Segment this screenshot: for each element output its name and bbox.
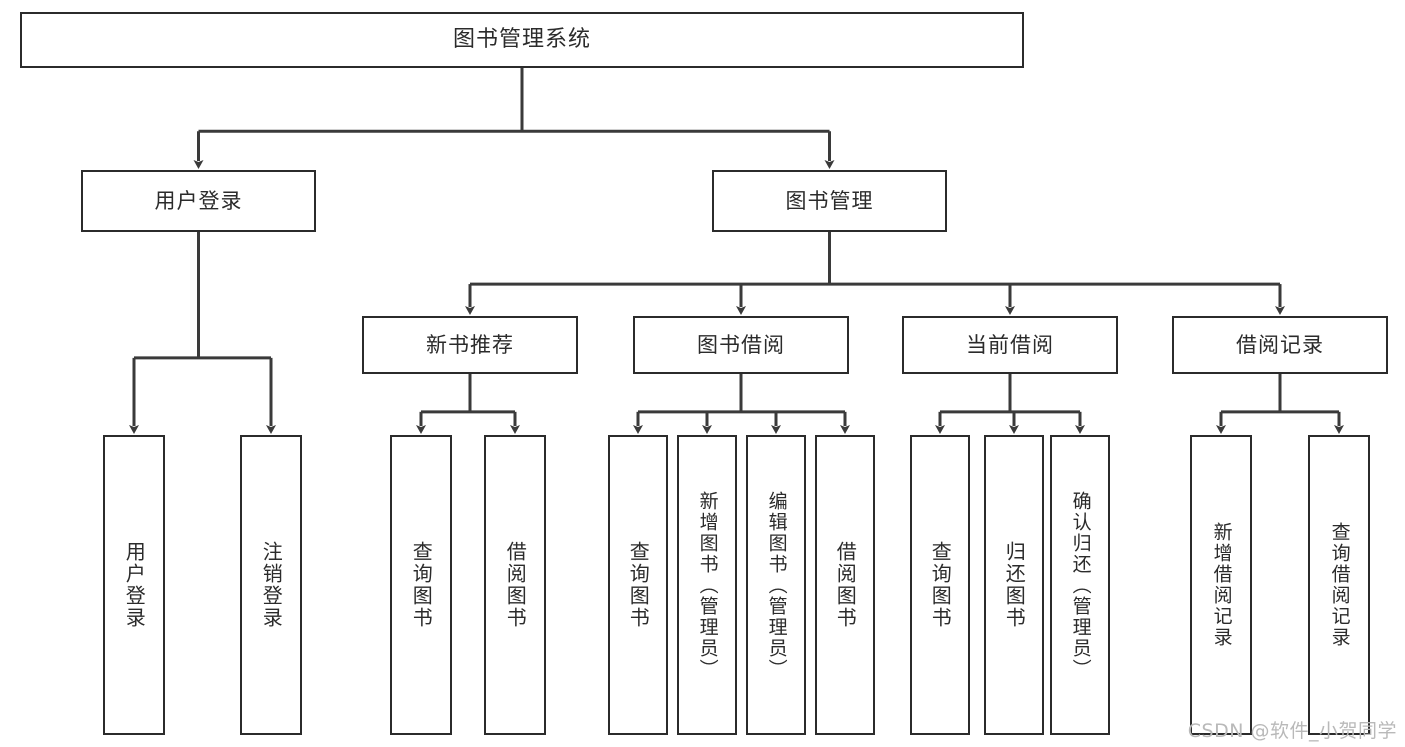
node-label: 借阅图书 [503, 541, 528, 629]
node-label: 新书推荐 [426, 332, 514, 357]
node-label: 当前借阅 [966, 332, 1054, 357]
node-book-borrow[interactable]: 图书借阅 [633, 316, 849, 374]
node-label: 图书借阅 [697, 332, 785, 357]
node-root[interactable]: 图书管理系统 [20, 12, 1024, 68]
node-label: 图书管理系统 [452, 27, 591, 53]
node-label: 新增图书（管理员） [696, 490, 719, 680]
node-leaf-user-logout[interactable]: 注销登录 [240, 435, 302, 735]
node-leaf-borrow-book[interactable]: 借阅图书 [815, 435, 875, 735]
node-leaf-return-book[interactable]: 归还图书 [984, 435, 1044, 735]
node-leaf-borrow-book-recommend[interactable]: 借阅图书 [484, 435, 546, 735]
node-label: 查询图书 [626, 541, 651, 629]
node-label: 归还图书 [1002, 541, 1027, 629]
node-label: 图书管理 [785, 188, 874, 213]
node-label: 确认归还（管理员） [1069, 490, 1092, 680]
node-current-borrow[interactable]: 当前借阅 [902, 316, 1118, 374]
node-book-management[interactable]: 图书管理 [712, 170, 947, 232]
node-leaf-confirm-return-admin[interactable]: 确认归还（管理员） [1050, 435, 1110, 735]
node-label: 查询图书 [409, 541, 434, 629]
node-leaf-add-borrow-record[interactable]: 新增借阅记录 [1190, 435, 1252, 735]
watermark-text: CSDN @软件_小贺同学 [1187, 720, 1397, 742]
node-label: 借阅图书 [833, 541, 858, 629]
node-label: 用户登录 [122, 541, 147, 629]
node-leaf-query-borrow-record[interactable]: 查询借阅记录 [1308, 435, 1370, 735]
node-borrow-record[interactable]: 借阅记录 [1172, 316, 1388, 374]
node-leaf-query-book-recommend[interactable]: 查询图书 [390, 435, 452, 735]
node-leaf-edit-book-admin[interactable]: 编辑图书（管理员） [746, 435, 806, 735]
node-label: 注销登录 [259, 541, 284, 629]
node-label: 查询图书 [928, 541, 953, 629]
node-label: 编辑图书（管理员） [765, 490, 788, 680]
node-label: 新增借阅记录 [1210, 522, 1233, 648]
node-leaf-query-book-current[interactable]: 查询图书 [910, 435, 970, 735]
node-label: 用户登录 [154, 188, 243, 213]
node-new-book-recommend[interactable]: 新书推荐 [362, 316, 578, 374]
node-user-login[interactable]: 用户登录 [81, 170, 316, 232]
node-leaf-user-login[interactable]: 用户登录 [103, 435, 165, 735]
node-leaf-query-book-borrow[interactable]: 查询图书 [608, 435, 668, 735]
node-leaf-add-book-admin[interactable]: 新增图书（管理员） [677, 435, 737, 735]
node-label: 查询借阅记录 [1328, 522, 1351, 648]
node-label: 借阅记录 [1236, 332, 1324, 357]
